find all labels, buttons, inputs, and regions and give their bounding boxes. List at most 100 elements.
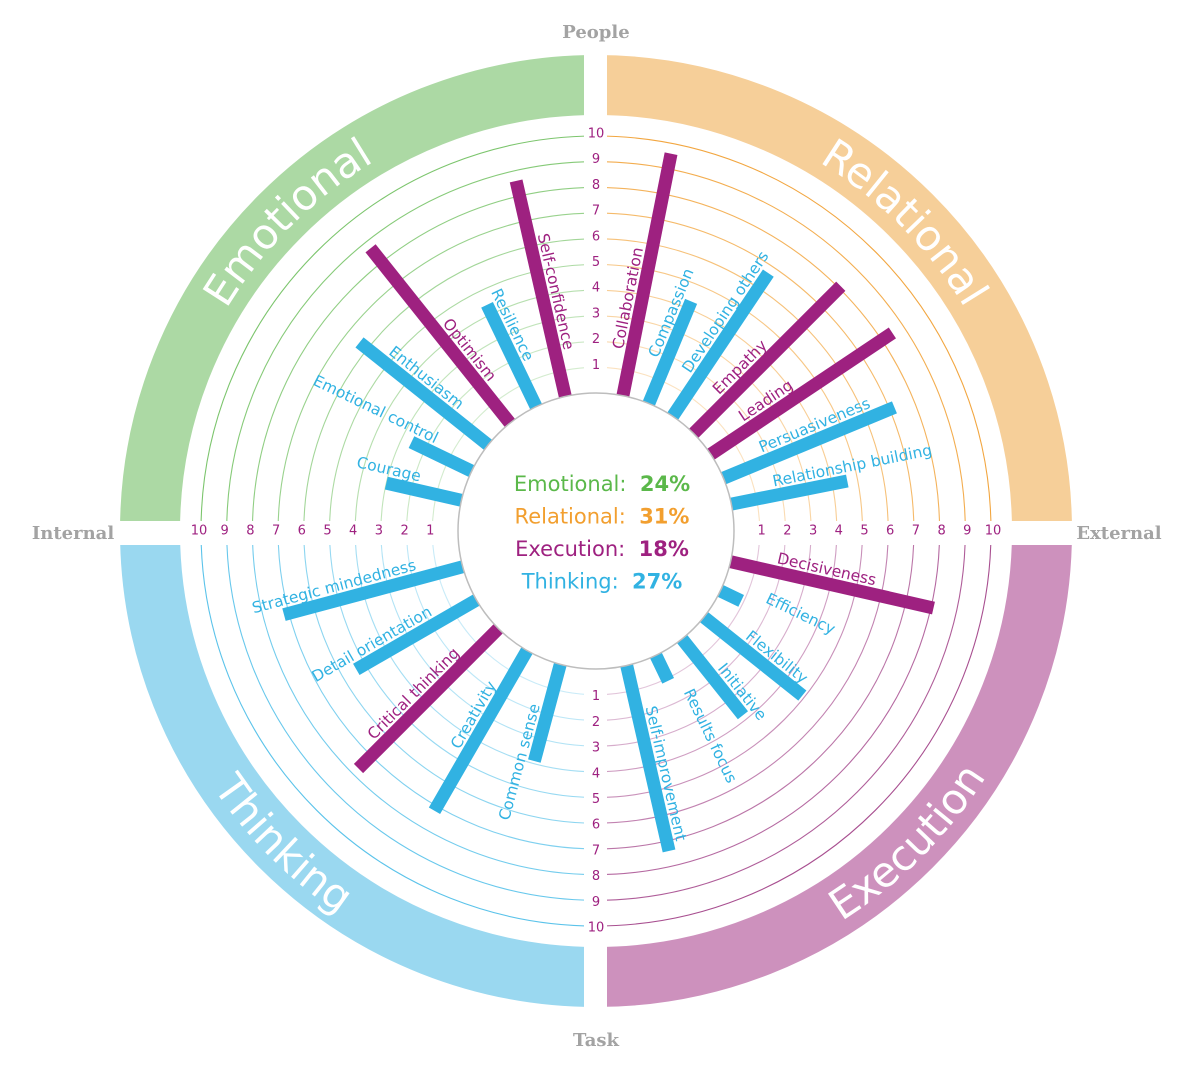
tick-label-left: 9 bbox=[221, 524, 229, 539]
tick-label-left: 10 bbox=[191, 524, 208, 539]
tick-label-right: 7 bbox=[912, 524, 920, 539]
axis-labels: People Task Internal External bbox=[32, 22, 1162, 1051]
tick-label-right: 4 bbox=[835, 524, 843, 539]
quadrant-title-text: Execution bbox=[820, 755, 995, 930]
tick-label-left: 3 bbox=[375, 524, 383, 539]
bar-common-sense bbox=[528, 662, 567, 763]
tick-label-right: 10 bbox=[985, 524, 1002, 539]
tick-label-top: 1 bbox=[592, 358, 600, 373]
circle-emotional-10 bbox=[200, 135, 597, 532]
bar-relationship-building bbox=[730, 474, 849, 511]
circle-relational-10 bbox=[595, 135, 992, 532]
tick-label-bottom: 9 bbox=[592, 895, 600, 910]
summary-name: Emotional bbox=[514, 472, 620, 496]
tick-label-top: 3 bbox=[592, 306, 600, 321]
tick-label-bottom: 1 bbox=[592, 689, 600, 704]
tick-label-left: 6 bbox=[298, 524, 306, 539]
bar-efficiency bbox=[717, 585, 744, 607]
tick-label-right: 6 bbox=[886, 524, 894, 539]
tick-label-top: 6 bbox=[592, 229, 600, 244]
circle-execution-9 bbox=[595, 530, 966, 901]
tick-label-bottom: 7 bbox=[592, 843, 600, 858]
circle-emotional-9 bbox=[226, 161, 597, 532]
tick-label-bottom: 8 bbox=[592, 869, 600, 884]
summary-name: Thinking bbox=[521, 570, 612, 594]
tick-label-bottom: 10 bbox=[588, 921, 605, 936]
bar-critical-thinking bbox=[353, 623, 504, 774]
axis-label-right: External bbox=[1076, 523, 1161, 544]
tick-label-bottom: 6 bbox=[592, 818, 600, 833]
bar-self-improvement bbox=[620, 664, 676, 853]
axis-label-top: People bbox=[562, 22, 629, 43]
tick-label-bottom: 4 bbox=[592, 766, 600, 781]
band-execution bbox=[595, 530, 1072, 1007]
circle-relational-9 bbox=[595, 161, 966, 532]
center-circle bbox=[457, 392, 735, 670]
tick-label-top: 7 bbox=[592, 204, 600, 219]
bar-flexibility bbox=[699, 611, 807, 701]
tick-label-top: 5 bbox=[592, 255, 600, 270]
circle-thinking-8 bbox=[251, 530, 597, 876]
bar-resilience bbox=[481, 301, 542, 410]
tick-label-bottom: 2 bbox=[592, 715, 600, 730]
bar-compassion bbox=[642, 298, 698, 406]
center-summary: Emotional: 24%Relational: 31%Execution: … bbox=[514, 472, 690, 594]
summary-colon: : bbox=[618, 537, 638, 561]
bar-label: Detail orientation bbox=[309, 603, 435, 686]
tick-label-left: 5 bbox=[323, 524, 331, 539]
tick-label-right: 8 bbox=[937, 524, 945, 539]
tick-label-right: 9 bbox=[963, 524, 971, 539]
band-emotional bbox=[120, 55, 597, 532]
quadrant-title-text: Emotional bbox=[193, 128, 379, 314]
tick-label-top: 9 bbox=[592, 152, 600, 167]
summary-colon: : bbox=[612, 570, 632, 594]
bar-creativity bbox=[428, 647, 533, 815]
summary-percent: 27% bbox=[632, 570, 682, 594]
bar-emotional-control bbox=[408, 436, 475, 477]
circle-execution-10 bbox=[595, 530, 992, 927]
axis-label-left: Internal bbox=[32, 523, 115, 544]
tick-label-right: 2 bbox=[783, 524, 791, 539]
bar-decisiveness bbox=[729, 555, 935, 615]
summary-percent: 18% bbox=[639, 537, 689, 561]
bar-persuasiveness bbox=[721, 401, 897, 485]
bar-enthusiasm bbox=[355, 337, 493, 451]
summary-name: Relational bbox=[515, 505, 619, 529]
bar-courage bbox=[384, 476, 463, 507]
tick-label-top: 8 bbox=[592, 178, 600, 193]
bar-collaboration bbox=[616, 152, 678, 397]
bar-initiative bbox=[676, 634, 749, 720]
tick-label-left: 2 bbox=[400, 524, 408, 539]
bar-strategic-mindedness bbox=[282, 560, 465, 621]
bar-label: Common sense bbox=[495, 702, 543, 822]
summary-percent: 31% bbox=[639, 505, 689, 529]
bar-developing-others bbox=[667, 269, 774, 420]
band-thinking bbox=[120, 530, 597, 1007]
circle-thinking-10 bbox=[200, 530, 597, 927]
summary-colon: : bbox=[619, 505, 639, 529]
tick-label-left: 1 bbox=[426, 524, 434, 539]
bar-empathy bbox=[688, 281, 846, 439]
tick-label-left: 4 bbox=[349, 524, 357, 539]
band-relational bbox=[595, 55, 1072, 532]
bars bbox=[282, 152, 935, 853]
quadrant-title-execution: Execution bbox=[820, 755, 995, 930]
summary-percent: 24% bbox=[640, 472, 690, 496]
summary-relational: Relational: 31% bbox=[515, 505, 690, 529]
summary-emotional: Emotional: 24% bbox=[514, 472, 690, 496]
bar-optimism bbox=[365, 244, 516, 428]
tick-label-top: 4 bbox=[592, 281, 600, 296]
tick-label-right: 3 bbox=[809, 524, 817, 539]
tick-label-left: 8 bbox=[246, 524, 254, 539]
axis-label-bottom: Task bbox=[573, 1030, 619, 1051]
tick-label-top: 2 bbox=[592, 332, 600, 347]
quadrant-title-emotional: Emotional bbox=[193, 128, 379, 314]
quadrant-title-thinking: Thinking bbox=[204, 764, 362, 922]
tick-label-left: 7 bbox=[272, 524, 280, 539]
summary-name: Execution bbox=[515, 537, 618, 561]
tick-label-top: 10 bbox=[588, 127, 605, 142]
quadrant-title-text: Thinking bbox=[204, 764, 362, 922]
bar-self-confidence bbox=[509, 179, 572, 398]
summary-colon: : bbox=[619, 472, 639, 496]
